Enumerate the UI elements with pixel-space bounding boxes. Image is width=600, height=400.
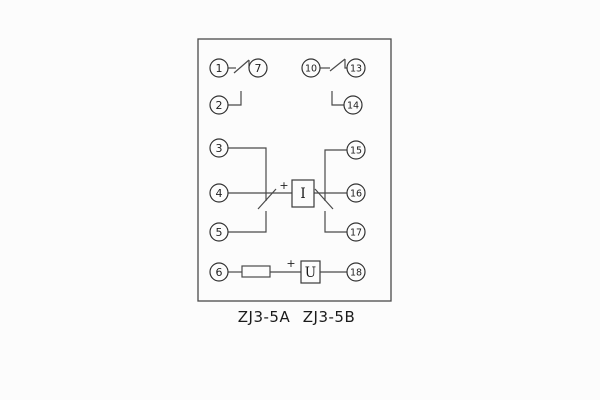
terminal-10-ring <box>301 58 321 78</box>
voltage-coil-label: U <box>305 265 316 281</box>
terminal-3: 3 <box>209 138 229 158</box>
terminal-18-ring <box>346 262 366 282</box>
terminal-17-ring <box>346 222 366 242</box>
contact-blade-top-right <box>329 58 346 72</box>
current-coil-box: I <box>291 179 315 208</box>
wire-terminal-5 <box>228 211 267 233</box>
terminal-18-label: 18 <box>350 268 362 279</box>
diagram-border <box>197 38 392 302</box>
terminal-7: 7 <box>248 58 268 78</box>
wire-terminal-2 <box>228 91 242 106</box>
terminal-16: 16 <box>346 183 366 203</box>
current-coil-rect <box>291 179 315 208</box>
terminal-13-ring <box>346 58 366 78</box>
terminal-4-label: 4 <box>216 187 223 200</box>
wire-terminal-17 <box>324 211 347 233</box>
contact-blade-mid-right <box>314 188 334 210</box>
contact-fixed-top-right <box>344 59 347 69</box>
terminal-6-label: 6 <box>216 266 223 279</box>
caption-model-zj3-5b: ZJ3-5B <box>303 308 356 326</box>
terminal-13-label: 13 <box>350 64 362 75</box>
terminal-15: 15 <box>346 140 366 160</box>
terminal-3-label: 3 <box>216 142 223 155</box>
terminal-6-ring <box>209 262 229 282</box>
contact-blade-mid-left <box>257 188 277 210</box>
terminal-5-ring <box>209 222 229 242</box>
terminal-14-ring <box>343 95 363 115</box>
terminal-10: 10 <box>301 58 321 78</box>
terminal-4: 4 <box>209 183 229 203</box>
polarity-plus-voltage: + <box>286 257 295 270</box>
voltage-coil-box: U <box>300 260 321 284</box>
terminal-2: 2 <box>209 95 229 115</box>
terminal-13: 13 <box>346 58 366 78</box>
terminal-17-label: 17 <box>350 228 362 239</box>
polarity-plus-current: + <box>279 179 288 192</box>
terminal-7-ring <box>248 58 268 78</box>
wire-terminal-14 <box>331 91 344 106</box>
terminal-1-label: 1 <box>216 62 223 75</box>
terminal-17: 17 <box>346 222 366 242</box>
terminal-16-label: 16 <box>350 189 362 200</box>
terminal-15-label: 15 <box>350 146 362 157</box>
terminal-1: 1 <box>209 58 229 78</box>
caption-model-zj3-5a: ZJ3-5A <box>238 308 291 326</box>
terminal-15-ring <box>346 140 366 160</box>
terminal-6: 6 <box>209 262 229 282</box>
current-coil-label: I <box>300 186 305 202</box>
terminal-1-ring <box>209 58 229 78</box>
terminal-5-label: 5 <box>216 226 223 239</box>
terminal-4-ring <box>209 183 229 203</box>
contact-blade-top-left <box>233 59 250 74</box>
terminal-5: 5 <box>209 222 229 242</box>
wire-terminal-15 <box>324 149 347 201</box>
terminal-7-label: 7 <box>255 62 262 75</box>
terminal-2-ring <box>209 95 229 115</box>
terminal-10-label: 10 <box>305 64 317 75</box>
terminal-14-label: 14 <box>347 101 359 112</box>
resistor-symbol <box>241 265 271 278</box>
terminal-14: 14 <box>343 95 363 115</box>
terminal-18: 18 <box>346 262 366 282</box>
terminal-16-ring <box>346 183 366 203</box>
terminal-2-label: 2 <box>216 99 223 112</box>
wire-terminal-3 <box>228 147 267 201</box>
terminal-3-ring <box>209 138 229 158</box>
